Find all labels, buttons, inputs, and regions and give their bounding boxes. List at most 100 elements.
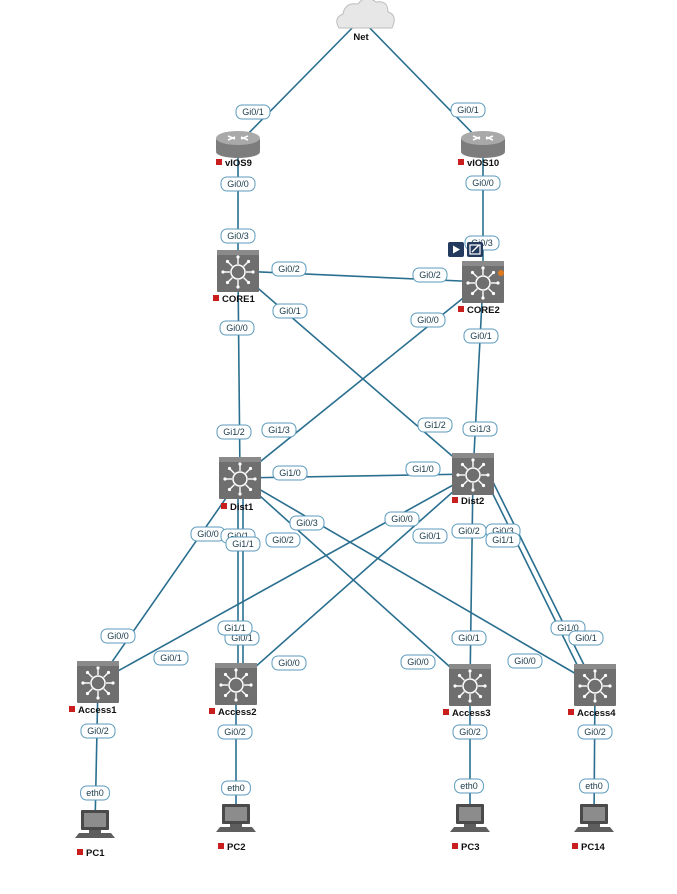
port-label-text: Gi0/1 <box>457 105 479 115</box>
link-dist2-access3[interactable] <box>469 473 474 686</box>
pc-icon <box>216 804 256 832</box>
node-access3[interactable]: Access3 <box>443 664 491 719</box>
link-dist2-access1[interactable] <box>97 473 474 683</box>
port-label-dist1: Gi1/3 <box>261 422 297 438</box>
node-dist1[interactable]: Dist1 <box>219 457 261 513</box>
port-label-text: eth0 <box>86 788 104 798</box>
node-net[interactable]: Net <box>336 0 395 43</box>
node-core1[interactable]: CORE1 <box>213 250 259 305</box>
link-dist2-access4[interactable] <box>482 473 588 686</box>
node-pc14[interactable]: PC14 <box>572 804 614 853</box>
status-stopped-icon <box>216 159 222 165</box>
port-label-core1: Gi0/0 <box>219 320 255 336</box>
port-label-dist1: Gi0/2 <box>265 532 301 548</box>
port-label-text: Gi0/0 <box>407 657 429 667</box>
port-label-text: Gi0/2 <box>278 264 300 274</box>
node-pc2[interactable]: PC2 <box>216 804 256 853</box>
link-dist2-access2[interactable] <box>235 473 474 685</box>
port-label-vios9: Gi0/0 <box>220 176 256 192</box>
link-core2-dist2[interactable] <box>472 281 484 475</box>
port-label-text: Gi1/3 <box>268 425 290 435</box>
port-label-text: Gi0/2 <box>224 727 246 737</box>
port-label-text: Gi0/1 <box>470 331 492 341</box>
port-label-text: Gi0/1 <box>227 531 249 541</box>
port-label-text: Gi0/2 <box>584 727 606 737</box>
link-access4-pc14[interactable] <box>593 684 596 821</box>
port-label-text: Gi0/1 <box>575 633 597 643</box>
link-net-vios10[interactable] <box>360 18 484 145</box>
node-vios10[interactable]: vIOS10 <box>458 131 505 169</box>
start-node-button[interactable] <box>448 242 464 257</box>
link-core1-dist2[interactable] <box>237 270 474 475</box>
status-stopped-icon <box>443 709 449 715</box>
port-label-text: Gi0/3 <box>227 231 249 241</box>
link-dist1-access1[interactable] <box>97 477 241 683</box>
port-label-core1: Gi0/3 <box>220 228 256 244</box>
switch-icon <box>452 453 494 495</box>
port-label-text: Gi0/0 <box>472 178 494 188</box>
switch-icon <box>77 661 119 703</box>
port-labels-layer: Gi0/1Gi0/1Gi0/0Gi0/3Gi0/0Gi0/3Gi0/2Gi0/2… <box>80 102 613 801</box>
link-access1-pc1[interactable] <box>94 681 99 827</box>
switch-icon <box>219 457 261 499</box>
node-label: Dist2 <box>461 496 484 507</box>
port-label-text: Gi1/2 <box>424 420 446 430</box>
node-label: PC2 <box>227 842 245 853</box>
node-label: CORE2 <box>467 305 500 316</box>
port-label-text: Gi0/1 <box>160 653 182 663</box>
port-label-text: eth0 <box>227 783 245 793</box>
status-stopped-icon <box>221 503 227 509</box>
port-label-text: Gi0/1 <box>279 306 301 316</box>
port-label-text: Gi0/0 <box>278 658 300 668</box>
node-access1[interactable]: Access1 <box>69 661 119 716</box>
link-dist1-access3[interactable] <box>239 477 471 686</box>
port-label-text: Gi1/0 <box>557 623 579 633</box>
port-label-text: Gi1/1 <box>224 623 246 633</box>
port-label-core1: Gi0/2 <box>271 261 307 277</box>
port-label-dist2: Gi0/1 <box>412 528 448 544</box>
switch-icon <box>449 664 491 706</box>
port-label-text: Gi0/2 <box>419 270 441 280</box>
node-pc1[interactable]: PC1 <box>75 810 115 859</box>
status-stopped-icon <box>572 843 578 849</box>
port-label-text: Gi0/1 <box>242 107 264 117</box>
status-stopped-icon <box>209 708 215 714</box>
port-label-dist2: Gi1/3 <box>462 421 498 437</box>
port-label-text: eth0 <box>585 781 603 791</box>
port-label-access2: Gi0/2 <box>217 724 253 740</box>
router-icon <box>216 131 260 158</box>
node-toolbar <box>448 242 483 257</box>
port-label-access3: Gi0/2 <box>452 724 488 740</box>
port-label-text: Gi0/0 <box>391 514 413 524</box>
pc-icon <box>75 810 115 838</box>
link-dist2-access4[interactable] <box>488 473 595 686</box>
link-core1-dist1[interactable] <box>237 270 241 479</box>
link-dist1-access4[interactable] <box>239 477 596 686</box>
port-label-access4: Gi0/1 <box>568 630 604 646</box>
port-label-core1: Gi0/1 <box>272 303 308 319</box>
node-pc3[interactable]: PC3 <box>450 804 490 853</box>
node-access2[interactable]: Access2 <box>209 663 257 718</box>
port-label-core2: Gi0/2 <box>412 267 448 283</box>
port-label-access4: Gi0/2 <box>577 724 613 740</box>
port-label-text: Gi0/2 <box>272 535 294 545</box>
node-label: vIOS9 <box>225 158 252 169</box>
port-label-pc1: eth0 <box>80 785 110 801</box>
node-label: Access2 <box>218 707 257 718</box>
port-label-text: Gi0/2 <box>458 526 480 536</box>
link-net-vios9[interactable] <box>237 18 362 145</box>
node-access4[interactable]: Access4 <box>568 664 616 719</box>
port-label-text: Gi0/0 <box>227 179 249 189</box>
node-vios9[interactable]: vIOS9 <box>216 131 260 169</box>
node-core2[interactable]: CORE2 <box>458 261 504 316</box>
port-label-text: Gi0/0 <box>226 323 248 333</box>
switch-icon <box>574 664 616 706</box>
play-icon <box>453 245 460 254</box>
port-label-pc2: eth0 <box>221 780 251 796</box>
node-dist2[interactable]: Dist2 <box>452 453 494 507</box>
port-label-dist2: Gi1/0 <box>405 461 441 477</box>
status-stopped-icon <box>452 843 458 849</box>
port-label-text: Gi0/0 <box>417 315 439 325</box>
port-label-dist1: Gi1/0 <box>272 465 308 481</box>
edit-node-button[interactable] <box>467 242 483 257</box>
